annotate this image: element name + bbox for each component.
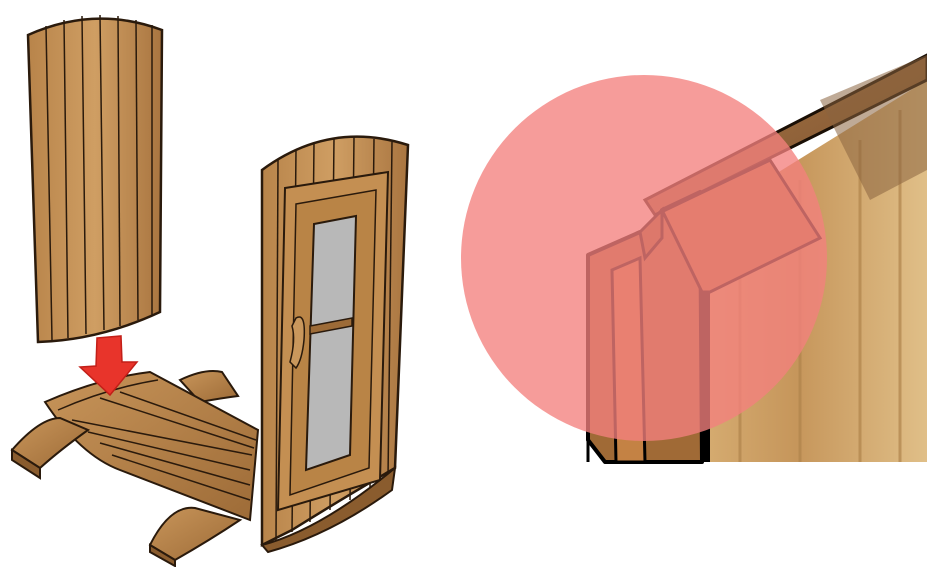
base-cradle-front-leg bbox=[150, 508, 240, 566]
door-window-glass bbox=[306, 216, 356, 470]
assembly-illustration bbox=[0, 0, 440, 567]
base-cradle-left-leg bbox=[12, 418, 88, 478]
door bbox=[278, 172, 388, 510]
rear-wall bbox=[28, 15, 162, 342]
front-wall-with-door bbox=[262, 137, 408, 552]
joint-highlight-circle bbox=[461, 75, 827, 441]
joint-closeup-illustration bbox=[440, 0, 927, 567]
